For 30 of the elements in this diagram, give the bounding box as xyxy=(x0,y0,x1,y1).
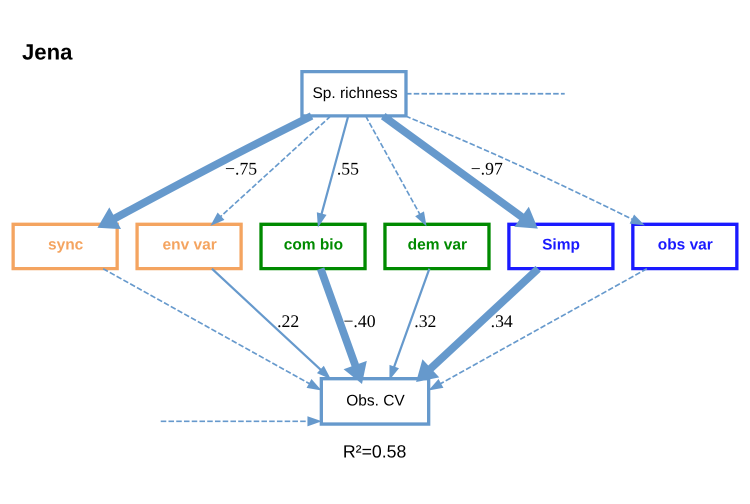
arrow xyxy=(316,267,367,384)
arrow xyxy=(380,112,538,229)
node-box: env var xyxy=(135,222,243,270)
arrow xyxy=(211,268,331,380)
arrow xyxy=(97,112,314,230)
edge-label: .22 xyxy=(277,311,300,332)
arrow xyxy=(416,266,541,382)
arrow xyxy=(160,416,322,426)
arrow xyxy=(364,116,427,226)
diagram-title: Jena xyxy=(22,39,72,64)
node-box: Obs. CV xyxy=(320,377,430,426)
arrow xyxy=(102,268,322,390)
edge-label: −.40 xyxy=(343,311,376,332)
edge-label: .32 xyxy=(414,311,436,332)
edge-label: −.97 xyxy=(470,158,503,178)
arrow xyxy=(316,116,350,228)
edge-label: .34 xyxy=(490,311,513,332)
node-box: obs var xyxy=(631,222,739,270)
node-label: R²=0.58 xyxy=(342,442,406,462)
node-box: Simp xyxy=(507,222,615,270)
node-box: dem var xyxy=(383,222,491,270)
arrow xyxy=(405,115,645,226)
node-box: Sp. richness xyxy=(300,70,408,118)
edge-label: −.75 xyxy=(225,158,258,178)
connector xyxy=(406,92,565,95)
edge-label: .55 xyxy=(336,158,359,178)
arrow xyxy=(428,268,648,390)
node-box: sync xyxy=(11,222,119,270)
arrow xyxy=(210,116,332,226)
node-box: com bio xyxy=(259,222,367,270)
